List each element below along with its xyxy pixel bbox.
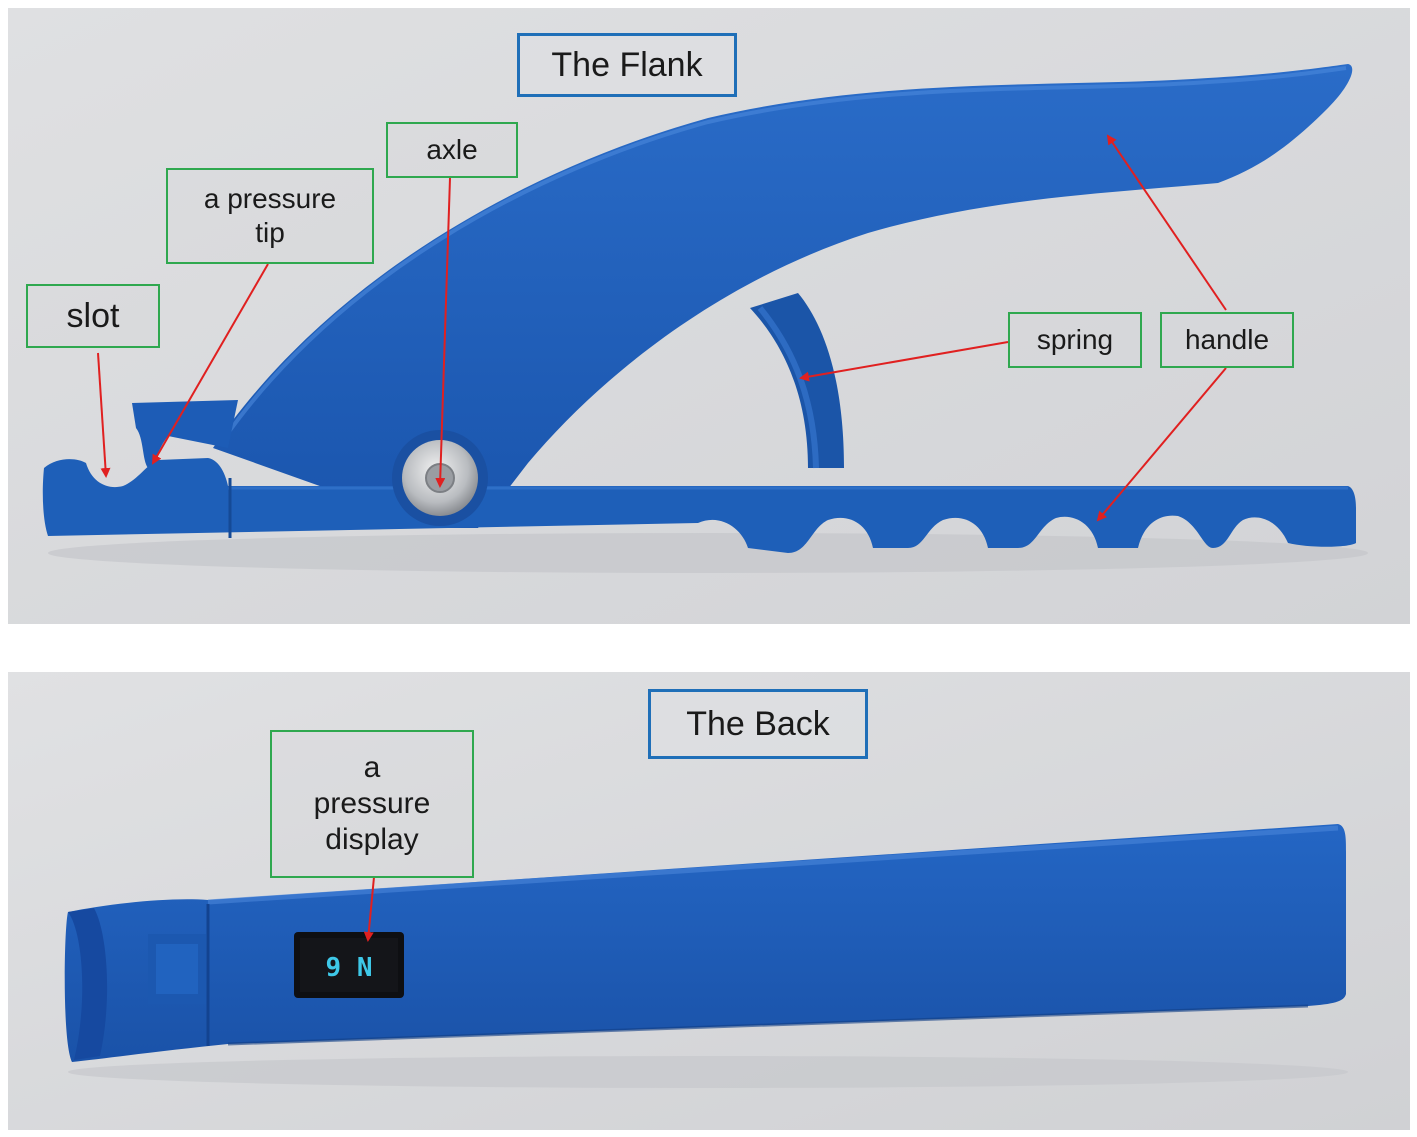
back-jaw-shape — [68, 908, 108, 1060]
label-handle: handle — [1160, 312, 1294, 368]
display-reading: 9 N — [325, 953, 373, 983]
flank-arrows — [97, 134, 1227, 522]
label-slot: slot — [26, 284, 160, 348]
spring-shape — [750, 293, 844, 468]
label-axle: axle — [386, 122, 518, 178]
back-body-shape — [64, 824, 1346, 1062]
flank-panel: The Flank axle a pressure tip slot sprin… — [8, 8, 1410, 624]
back-panel: 9 N The Back a pressure display — [8, 672, 1410, 1130]
back-title: The Back — [648, 689, 868, 759]
display-arrow — [363, 876, 375, 942]
base-bar-shape — [42, 458, 1357, 553]
upper-arm-shape — [213, 64, 1353, 528]
upper-jaw-shape — [132, 400, 238, 468]
label-pressure-tip: a pressure tip — [166, 168, 374, 264]
label-pressure-display: a pressure display — [270, 730, 474, 878]
flank-photo — [8, 8, 1410, 624]
label-spring: spring — [1008, 312, 1142, 368]
flank-title: The Flank — [517, 33, 737, 97]
